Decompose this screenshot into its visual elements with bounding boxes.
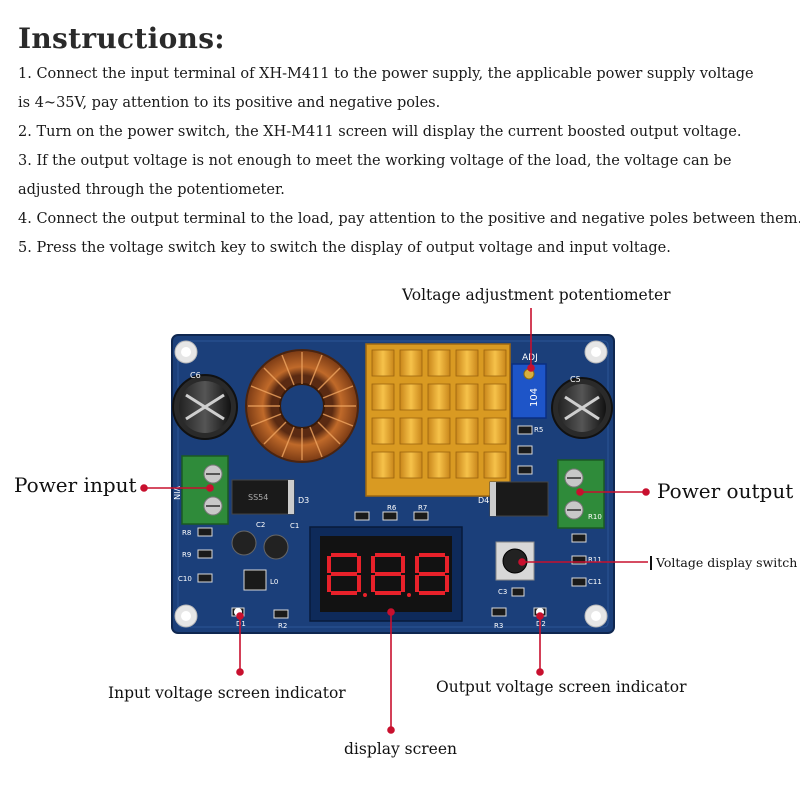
- voltage-switch-button: [495, 541, 535, 581]
- label-r10: R10: [588, 513, 602, 521]
- potentiometer-callout: Voltage adjustment potentiometer: [402, 286, 671, 304]
- small-capacitors: [231, 530, 289, 560]
- instruction-line: 3. If the output voltage is not enough t…: [18, 153, 732, 169]
- instruction-steps: 1. Connect the input terminal of XH-M411…: [18, 60, 800, 263]
- label-r9: R9: [182, 551, 191, 559]
- instruction-line: 2. Turn on the power switch, the XH-M411…: [18, 124, 742, 140]
- label-pot-code: 104: [529, 388, 540, 407]
- mounting-hole: [174, 340, 608, 628]
- power-output-callout: Power output: [657, 479, 794, 503]
- label-r5: R5: [534, 426, 543, 434]
- label-c11: C11: [588, 578, 602, 586]
- label-c6: C6: [190, 371, 201, 380]
- label-c5: C5: [570, 375, 581, 384]
- callout-lines: [140, 308, 650, 734]
- output-indicator-callout: Output voltage screen indicator: [436, 678, 687, 696]
- led-display-module: [309, 526, 463, 622]
- label-r6: R6: [387, 504, 397, 512]
- label-d3: D3: [298, 496, 309, 505]
- label-r2: R2: [278, 622, 287, 630]
- label-c3: C3: [498, 588, 507, 596]
- diode-d3: SS54 D3: [231, 479, 309, 515]
- label-l0: L0: [270, 578, 278, 586]
- label-d1: D1: [236, 620, 246, 628]
- heatsink: [365, 343, 511, 497]
- label-d2: D2: [536, 620, 546, 628]
- led-digits: [327, 553, 449, 597]
- input-capacitor: C6: [172, 371, 238, 440]
- input-indicator-callout: Input voltage screen indicator: [108, 684, 346, 702]
- instruction-line: 5. Press the voltage switch key to switc…: [18, 240, 671, 256]
- input-terminal: VIN: [172, 455, 229, 525]
- label-r7: R7: [418, 504, 427, 512]
- label-vout: VOUT: [618, 486, 627, 508]
- instruction-line: 1. Connect the input terminal of XH-M411…: [18, 66, 754, 82]
- instructions-title: Instructions:: [18, 22, 225, 55]
- toroid-inductor: [245, 349, 359, 463]
- output-capacitor: C5: [551, 375, 613, 439]
- label-vin: VIN: [172, 486, 181, 500]
- instruction-line: adjusted through the potentiometer.: [18, 182, 285, 198]
- label-r11: R11: [588, 556, 602, 564]
- instruction-line: is 4~35V, pay attention to its positive …: [18, 95, 441, 111]
- label-r8: R8: [182, 529, 191, 537]
- label-ss54: SS54: [248, 493, 268, 502]
- display-switch-callout: Voltage display switch: [656, 555, 798, 570]
- diode-d4: D4: [478, 481, 549, 517]
- power-input-callout: Power input: [14, 473, 137, 497]
- display-screen-callout: display screen: [344, 740, 458, 758]
- label-c2: C2: [256, 521, 265, 529]
- label-d4: D4: [478, 496, 489, 505]
- label-r3: R3: [494, 622, 503, 630]
- label-c1: C1: [290, 522, 299, 530]
- label-c10: C10: [178, 575, 192, 583]
- label-adj: ADJ: [522, 353, 538, 363]
- instruction-line: 4. Connect the output terminal to the lo…: [18, 211, 800, 227]
